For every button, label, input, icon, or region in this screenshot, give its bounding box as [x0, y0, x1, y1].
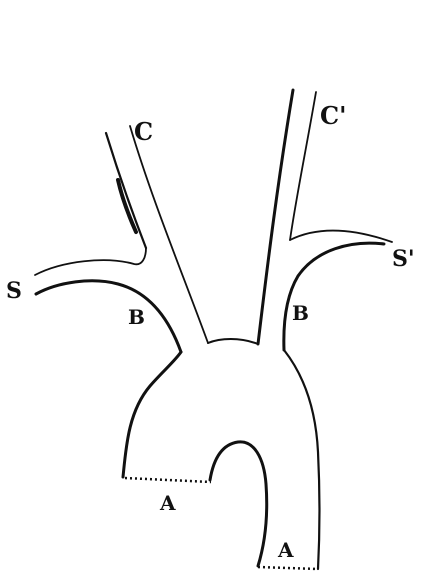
right-carotid-inner-wall — [290, 92, 316, 240]
arch-right-outer-wall — [284, 350, 320, 569]
arch-top-wall — [208, 339, 258, 344]
right-branch-curve — [284, 243, 384, 350]
label-right-carotid: C' — [320, 101, 346, 130]
label-left-branch-point: B — [128, 305, 145, 329]
left-branch-curve — [36, 281, 181, 352]
label-right-branch-point: B — [292, 301, 309, 325]
right-cut-line — [258, 567, 318, 569]
label-right-cut-end: A — [277, 538, 294, 562]
left-carotid-thickening-mark — [118, 180, 136, 232]
label-left-subclavian: S — [6, 278, 22, 304]
label-left-cut-end: A — [159, 491, 176, 515]
label-right-subclavian: S' — [392, 246, 415, 272]
arch-left-outer-wall — [123, 352, 181, 477]
left-cut-line — [125, 478, 211, 482]
right-subclavian-upper-wall — [290, 230, 392, 242]
label-left-carotid: C — [134, 117, 153, 146]
left-subclavian-upper-wall — [35, 248, 146, 275]
arch-inner-curve — [210, 442, 267, 566]
left-carotid-outer-wall — [106, 133, 146, 248]
